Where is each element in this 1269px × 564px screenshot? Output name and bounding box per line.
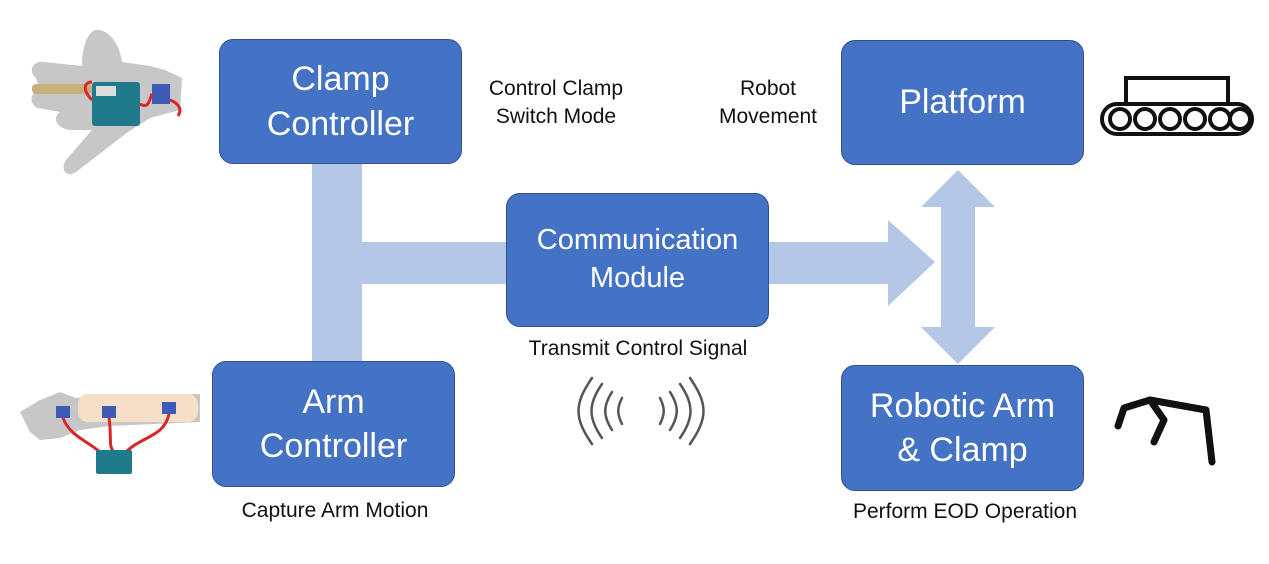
arm-controller-node: Arm Controller [212, 361, 455, 487]
transmit-signal-annotation: Transmit Control Signal [528, 337, 748, 360]
robot-movement-line1: Robot [739, 77, 797, 100]
tracked-platform-icon [1100, 76, 1254, 136]
platform-arm-double-arrow [921, 170, 995, 364]
wireless-signal-icon [577, 376, 705, 446]
clamp-controller-node: Clamp Controller [219, 39, 462, 164]
perform-eod-annotation: Perform EOD Operation [852, 500, 1078, 523]
communication-module-line1: Communication [536, 224, 739, 257]
controller-bus-connector [312, 160, 510, 365]
clamp-controller-line2: Controller [266, 104, 415, 143]
platform-node: Platform [841, 40, 1084, 165]
robot-movement-annotation: Robot Movement [700, 75, 836, 132]
clamp-control-line1: Control Clamp [488, 77, 624, 100]
communication-module-node: Communication Module [506, 193, 769, 327]
clamp-control-line2: Switch Mode [495, 105, 617, 129]
robotic-gripper-icon [1114, 396, 1216, 466]
robotic-arm-line1: Robotic Arm [869, 386, 1056, 425]
robotic-arm-node: Robotic Arm & Clamp [841, 365, 1084, 491]
arm-sensor-icon [20, 392, 200, 474]
comm-to-junction-arrow [768, 220, 935, 306]
communication-module-line2: Module [589, 262, 686, 294]
arm-controller-line1: Arm [302, 382, 365, 421]
capture-arm-annotation: Capture Arm Motion [241, 499, 429, 522]
robotic-arm-line2: & Clamp [897, 431, 1028, 469]
arm-controller-line2: Controller [259, 427, 408, 465]
platform-label: Platform [899, 83, 1026, 122]
clamp-control-annotation: Control Clamp Switch Mode [470, 75, 642, 132]
clamp-controller-line1: Clamp [291, 60, 390, 99]
glove-sensor-icon [31, 29, 183, 175]
robot-movement-line2: Movement [718, 105, 818, 129]
